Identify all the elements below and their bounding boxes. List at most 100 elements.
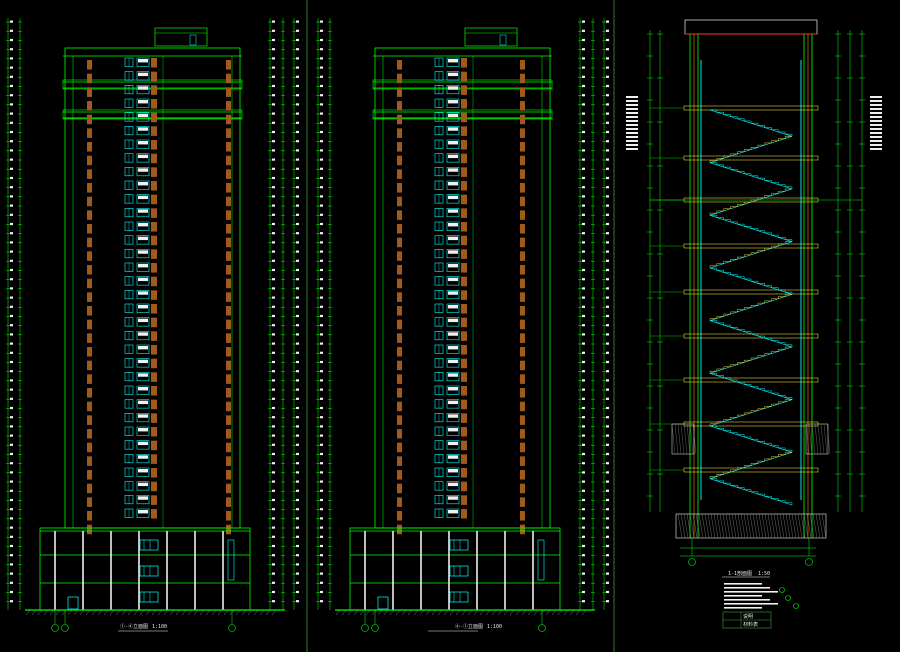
- dimension-label-mark: [272, 554, 275, 557]
- window-glass: [136, 98, 150, 108]
- window-glass: [446, 290, 460, 300]
- brown-facade-panel: [520, 155, 525, 166]
- window-glass: [136, 57, 150, 67]
- foundation-hatch: [704, 513, 710, 539]
- note-text-line: [724, 603, 778, 605]
- foundation-hatch: [752, 513, 758, 539]
- dimension-label-mark: [10, 29, 13, 32]
- window-glass: [136, 71, 150, 81]
- window-frame: [448, 332, 458, 336]
- ground-hatch: [85, 609, 91, 616]
- foundation-hatch: [812, 513, 818, 539]
- note-text-line: [724, 587, 770, 589]
- dimension-label-mark: [296, 167, 299, 170]
- window-glass: [446, 372, 460, 382]
- brown-facade-panel: [151, 413, 157, 423]
- window-glass: [446, 249, 460, 259]
- ground-hatch: [205, 609, 211, 616]
- ground-hatch: [521, 609, 527, 616]
- ground-hatch: [235, 609, 241, 616]
- brown-facade-panel: [520, 347, 525, 357]
- dimension-label-mark: [10, 489, 13, 492]
- dimension-label-mark: [606, 554, 609, 557]
- dimension-label-mark: [10, 195, 13, 198]
- dimension-label-mark: [10, 517, 13, 520]
- brown-facade-panel: [520, 114, 525, 125]
- brown-facade-panel: [397, 511, 402, 521]
- brown-facade-panel: [461, 454, 467, 464]
- brown-facade-panel: [151, 126, 157, 136]
- brown-facade-panel: [151, 509, 157, 519]
- dimension-label-mark: [10, 66, 13, 69]
- dimension-label-mark: [606, 176, 609, 180]
- window-glass: [136, 290, 150, 300]
- ground-hatch: [359, 609, 365, 616]
- axis-bubble: [51, 624, 59, 632]
- dimension-label-mark: [320, 526, 323, 529]
- dimension-label-mark: [296, 544, 299, 548]
- brown-facade-panel: [87, 319, 92, 330]
- window-frame: [448, 482, 458, 487]
- dimension-label-mark: [582, 130, 585, 134]
- dimension-label-mark: [606, 397, 609, 400]
- window-glass: [446, 454, 460, 464]
- axis-bubble: [538, 624, 546, 632]
- dimension-label-mark: [296, 222, 299, 226]
- podium-entrance-glass: [449, 539, 469, 551]
- brown-facade-panel: [226, 60, 231, 70]
- brown-facade-panel: [397, 251, 402, 261]
- brown-facade-panel: [520, 306, 525, 316]
- brown-facade-panel: [151, 222, 157, 232]
- dimension-label-mark: [320, 176, 323, 180]
- ground-hatch: [509, 609, 515, 616]
- ground-hatch: [73, 609, 79, 616]
- window-glass: [446, 331, 460, 341]
- brown-facade-panel: [151, 440, 157, 451]
- window-glass: [446, 167, 460, 177]
- brown-facade-panel: [151, 112, 157, 123]
- brown-facade-panel: [397, 524, 402, 535]
- brown-facade-panel: [87, 196, 92, 207]
- window-frame: [138, 387, 148, 391]
- dimension-label-mark: [582, 443, 585, 446]
- ground-hatch: [443, 609, 449, 616]
- dimension-label-mark: [606, 268, 609, 272]
- brown-facade-panel: [226, 73, 231, 84]
- dimension-label-mark: [10, 554, 13, 557]
- dimension-label-mark: [582, 57, 585, 60]
- dimension-label-mark: [582, 296, 585, 299]
- brown-facade-panel: [226, 142, 231, 152]
- dimension-label-mark: [10, 232, 13, 235]
- brown-facade-panel: [461, 399, 467, 410]
- dimension-label-mark: [606, 388, 609, 391]
- dimension-label-mark: [606, 94, 609, 97]
- window-glass: [136, 385, 150, 395]
- dimension-label-mark: [582, 259, 585, 262]
- dimension-label-mark: [296, 57, 299, 60]
- dimension-label-mark: [10, 305, 13, 308]
- window-frame: [138, 441, 148, 446]
- dimension-label-mark: [10, 443, 13, 446]
- brown-facade-panel: [397, 306, 402, 316]
- dimension-label-mark: [10, 498, 13, 502]
- window-frame: [448, 305, 458, 309]
- window-glass: [136, 249, 150, 259]
- elevation-middle: [316, 18, 609, 632]
- window-frame: [138, 510, 148, 514]
- dimension-label-mark: [10, 563, 13, 566]
- hatch: [677, 423, 682, 455]
- dimension-label-mark: [606, 259, 609, 262]
- dimension-label-mark: [10, 471, 13, 474]
- dimension-label-mark: [606, 351, 609, 354]
- ground-hatch: [551, 609, 557, 616]
- section-note-text: [870, 132, 882, 134]
- ground-hatch: [455, 609, 461, 616]
- dimension-label-mark: [296, 48, 299, 51]
- dimension-label-mark: [320, 425, 323, 428]
- axis-bubble: [805, 558, 813, 566]
- dimension-label-mark: [10, 314, 13, 318]
- ground-hatch: [365, 609, 371, 616]
- window-frame: [448, 373, 458, 377]
- window-frame: [448, 455, 458, 459]
- hatch: [814, 423, 819, 455]
